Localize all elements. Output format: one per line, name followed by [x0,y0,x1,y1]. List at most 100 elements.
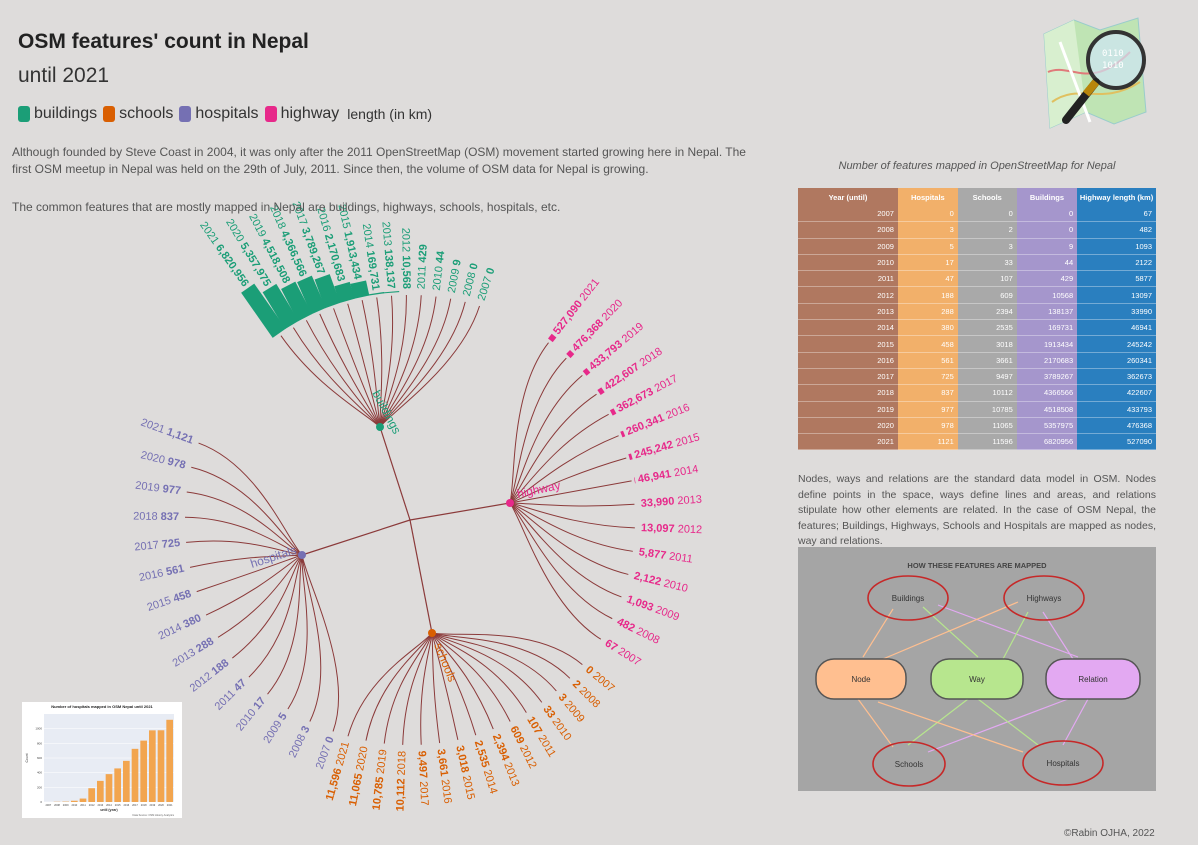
table-cell: 2019 [798,401,898,418]
table-cell: 33 [957,254,1017,272]
leaf-value: 0 [323,735,336,745]
diagram-title: HOW THESE FEATURES ARE MAPPED [907,561,1047,570]
table-cell: 2007 [798,206,898,223]
inset-x-tick: 2007 [45,803,51,807]
arrow-schools-node [857,698,894,748]
table-cell: 245242 [1077,335,1156,353]
table-cell: 3018 [957,335,1017,353]
table-cell: 1121 [897,433,958,451]
legend-swatch-buildings [18,106,30,122]
table-cell: 4366566 [1016,384,1078,402]
intro-paragraph-2: The common features that are mostly mapp… [12,200,561,214]
leaf-label: 2019 977 [135,480,182,498]
inset-bar [131,748,139,802]
leaf-year: 2010 [431,262,446,291]
leaf-link [509,502,633,552]
table-cell: 476368 [1077,417,1156,435]
leaf-label: 2011 429 [415,244,429,290]
leaf-value: 3,018 [453,744,471,776]
table-cell: 2170683 [1016,352,1078,369]
leaf-label: 2021 1,121 [139,416,195,446]
relation-label: Relation [1078,675,1107,684]
leaf-year: 2015 [146,594,176,614]
legend-item-hospitals: hospitals [179,105,259,123]
inset-bar [140,740,147,802]
leaf-link [248,554,303,678]
leaf-link [509,502,635,507]
table-cell: 169731 [1016,319,1078,337]
bar-buildings [297,275,326,315]
leaf-year: 2016 [138,566,167,584]
legend-label-buildings: buildings [34,105,98,122]
osm-logo-icon: 0110 1010 [1043,17,1147,129]
table-cell: 2013 [798,303,898,321]
leaf-label: 33,990 2013 [640,494,702,510]
leaf-value: 0 [484,266,497,276]
table-cell: 2 [957,221,1017,239]
leaf-value: 1,121 [165,426,195,447]
inset-title: Number of hospitals mapped in OSM Nepal … [51,704,153,709]
trunk-link [409,519,433,634]
inset-bar [79,798,87,802]
leaf-label: 67 2007 [603,637,643,668]
table-cell: 362673 [1077,368,1156,386]
table-cell: 13097 [1077,286,1156,304]
leaf-link [185,516,303,556]
leaf-link [431,632,527,713]
intro-paragraph: Although founded by Steve Coast in 2004,… [12,145,746,176]
table-header-4: Highway length (km) [1077,188,1156,206]
leaf-value: 458 [172,588,193,605]
table-header-0: Year (until) [798,188,898,206]
table-cell: 458 [897,335,958,353]
leaf-link [402,632,433,745]
table-cell: 10568 [1016,286,1078,304]
leaf-year: 2011 [668,550,693,565]
bar-buildings [383,291,400,294]
table-cell: 3 [897,221,958,239]
leaf-value: 561 [165,563,185,579]
leaf-label: 482 2008 [615,616,662,647]
leaf-link [379,295,394,428]
way-box [930,658,1024,700]
table-cell: 2011 [798,270,898,288]
leaf-year: 2018 [396,751,409,776]
leaf-link [509,393,597,504]
legend-item-schools: schools [103,105,173,123]
legend-item-buildings: buildings [18,105,97,123]
leaf-year: 2017 [653,373,680,395]
table-cell: 5877 [1077,270,1156,288]
table-cell: 4518508 [1016,401,1078,418]
table-cell: 2018 [798,384,898,402]
node-box [815,658,907,700]
table-cell: 17 [897,254,958,272]
leaf-label: 2009 5 [261,711,289,746]
leaf-year: 2012 [517,743,539,770]
leaf-link [319,313,381,428]
legend-label-highway: highway [280,105,340,122]
leaf-value: 9 [451,259,464,267]
leaf-value: 138,137 [382,249,397,290]
table-cell: 0 [1016,221,1078,239]
leaf-year: 2011 [535,733,558,759]
leaf-link [509,480,632,504]
inset-y-tick: 1000 [35,727,42,731]
leaf-year: 2021 [139,416,169,437]
table-cell: 837 [897,384,958,402]
table-cell: 6820956 [1016,433,1078,451]
leaf-year: 2021 [334,740,352,767]
arrow-hospitals-way [977,698,1039,746]
bar-highway [609,408,617,416]
legend-label-schools: schools [119,105,174,122]
leaf-link [379,301,466,428]
bar-highway [582,367,591,376]
table-cell: 46941 [1077,319,1156,337]
leaf-year: 2021 [577,276,602,303]
bar-buildings [350,280,370,299]
